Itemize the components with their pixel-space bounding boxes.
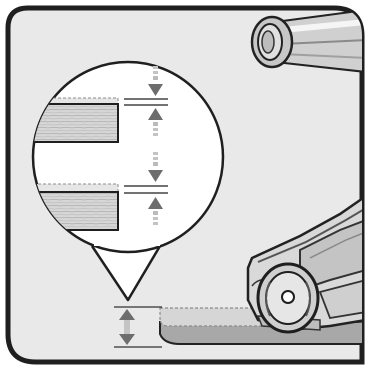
wheel-icon	[256, 262, 320, 334]
magnifier-callout-icon	[31, 60, 225, 302]
gap-up-arrow-icon	[148, 108, 163, 136]
gap-board-outline-bottom	[33, 183, 119, 193]
height-arrow-icon	[114, 306, 162, 348]
gap-down-arrow-icon	[124, 66, 168, 106]
handle-icon	[250, 8, 362, 74]
gap-up-arrow-icon-lower	[148, 197, 163, 225]
wood-plank-top	[33, 103, 119, 143]
lifted-board-outline	[159, 307, 263, 327]
gap-down-arrow-icon-lower	[124, 152, 168, 194]
